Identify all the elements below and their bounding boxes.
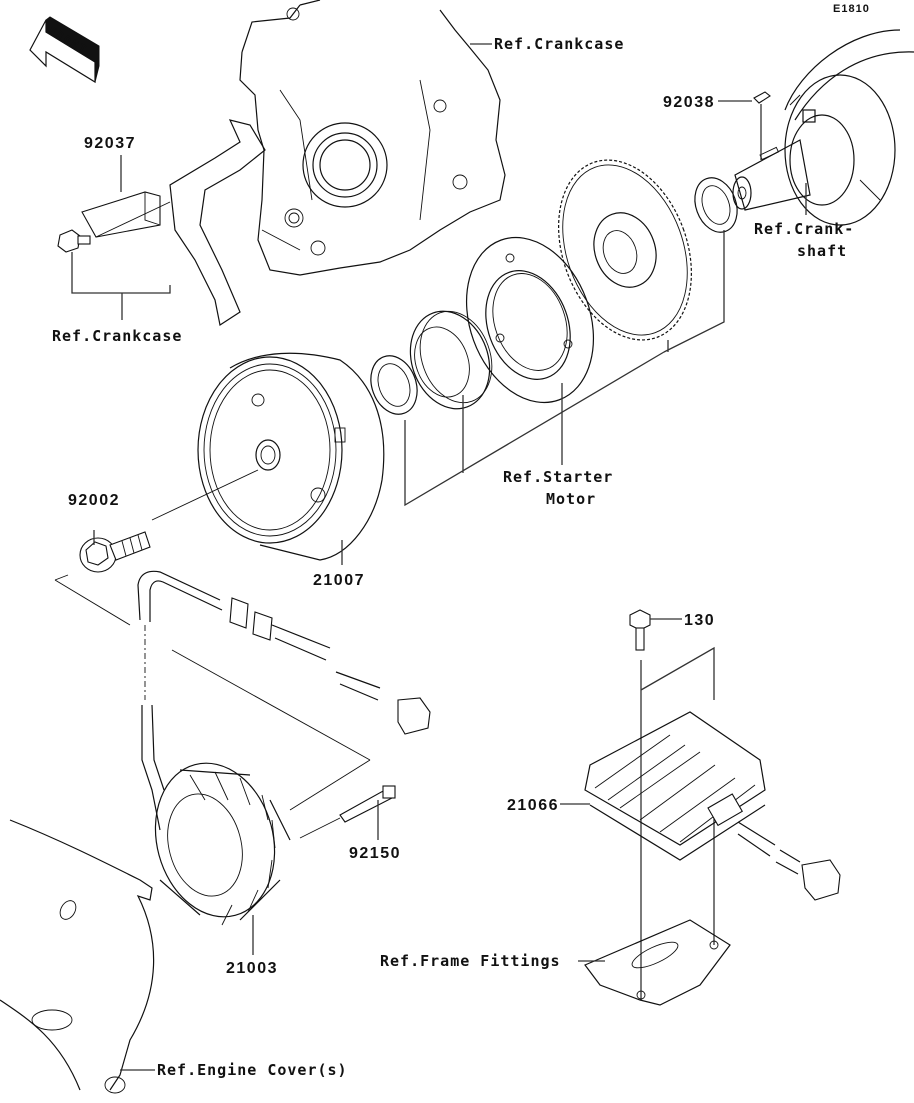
plate-92037-drawing (81, 191, 161, 238)
bolt-92002-drawing (79, 531, 151, 573)
diagram-code: E1810 (833, 3, 870, 15)
ref-starter-motor-label-line2: Motor (546, 490, 597, 508)
frame-fittings-drawing (584, 919, 731, 1006)
part-92038-label: 92038 (663, 94, 715, 111)
part-21066-label: 21066 (507, 797, 559, 814)
part-92037-label: 92037 (84, 135, 136, 152)
starter-gear-drawing (558, 159, 692, 341)
flywheel-rotor-21007-drawing (197, 352, 385, 561)
bolt-crankcase-drawing (57, 229, 91, 253)
stator-harness-drawing (137, 570, 431, 831)
engine-cover-drawing (0, 819, 155, 1094)
stator-21003-drawing (154, 762, 291, 926)
clutch-housing-drawing (465, 236, 595, 404)
front-arrow-icon (29, 16, 100, 84)
ref-frame-fittings-label: Ref.Frame Fittings (380, 952, 561, 970)
bracket-drawing (169, 119, 266, 326)
part-21003-label: 21003 (226, 960, 278, 977)
ref-starter-motor-label-line1: Ref.Starter (503, 468, 614, 486)
part-92150-label: 92150 (349, 845, 401, 862)
ref-crankshaft-label-line2: shaft (797, 242, 848, 260)
ref-crankcase-left-label: Ref.Crankcase (52, 327, 183, 345)
bolt-130-drawing (629, 609, 651, 651)
washer-left-drawing (370, 355, 418, 415)
part-92002-label: 92002 (68, 492, 120, 509)
ref-crankshaft-label-line1: Ref.Crank- (754, 220, 855, 238)
crankcase-drawing (239, 0, 506, 276)
part-21007-label: 21007 (313, 572, 365, 589)
key-92038-drawing (753, 91, 771, 104)
ref-crankcase-top-label: Ref.Crankcase (494, 35, 625, 53)
regulator-rectifier-21066-drawing (584, 711, 841, 901)
washer-right-drawing (694, 177, 738, 233)
crankshaft-drawing (732, 29, 914, 226)
bolt-92150-drawing (339, 785, 396, 823)
one-way-clutch-drawing (409, 310, 493, 410)
ref-engine-cover-label: Ref.Engine Cover(s) (157, 1061, 348, 1079)
part-130-label: 130 (684, 612, 716, 629)
